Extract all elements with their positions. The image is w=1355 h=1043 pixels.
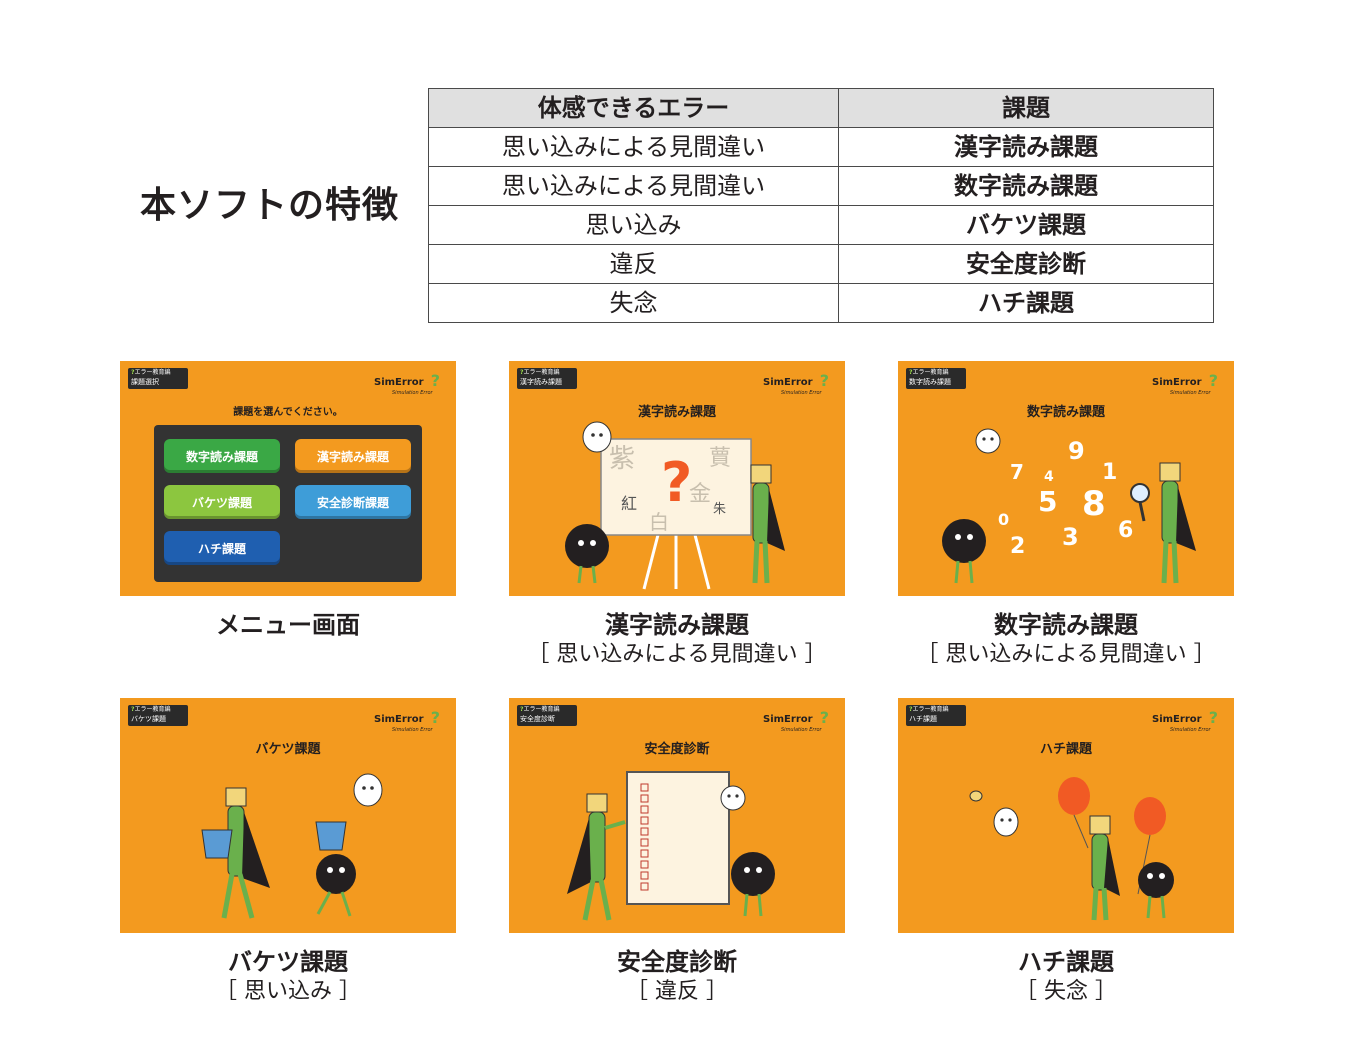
kanji-caption: 漢字読み課題 ［ 思い込みによる見間違い ］ — [509, 610, 845, 670]
bucket-task-button[interactable]: バケツ課題 — [164, 485, 280, 519]
floating-digit: 4 — [1044, 469, 1054, 485]
cell-task: バケツ課題 — [838, 205, 1214, 245]
table-row: 違反 安全度診断 — [428, 244, 1214, 284]
table-row: 失念 ハチ課題 — [428, 283, 1214, 323]
kanji-task-button[interactable]: 漢字読み課題 — [295, 439, 411, 473]
header-task: 課題 — [838, 88, 1214, 128]
table-row: 思い込み バケツ課題 — [428, 205, 1214, 245]
svg-text:?: ? — [661, 451, 692, 514]
number-task-button[interactable]: 数字読み課題 — [164, 439, 280, 473]
floating-digit: 6 — [1118, 518, 1133, 543]
number-illustration: 7 4 9 1 5 8 0 2 3 6 — [942, 428, 1196, 584]
floating-digit: 7 — [1010, 460, 1024, 484]
screen-title: バケツ課題 — [255, 742, 321, 757]
screen-title: 漢字読み課題 — [637, 405, 716, 420]
caption-subtitle: ［ 違反 ］ — [626, 979, 728, 1004]
floating-digit: 0 — [998, 510, 1009, 529]
floating-digit: 3 — [1062, 523, 1079, 551]
caption-title: 数字読み課題 — [994, 611, 1138, 639]
cell-task: ハチ課題 — [838, 283, 1214, 323]
floating-digit: 8 — [1082, 484, 1106, 524]
cell-error: 思い込みによる見間違い — [428, 127, 839, 167]
screen-tag: ?エラー教育編 安全度診断 — [517, 705, 577, 726]
cell-error: 思い込み — [428, 205, 839, 245]
cell-task: 安全度診断 — [838, 244, 1214, 284]
caption-title: バケツ課題 — [228, 948, 348, 976]
screen-tag: ?エラー教育編 ハチ課題 — [906, 705, 966, 726]
cell-task: 漢字読み課題 — [838, 127, 1214, 167]
screen-title: ハチ課題 — [1039, 742, 1092, 757]
safety-caption: 安全度診断 ［ 違反 ］ — [509, 947, 845, 1007]
safety-task-button[interactable]: 安全診断課題 — [295, 485, 411, 519]
header-error: 体感できるエラー — [428, 88, 839, 128]
bucket-illustration — [201, 773, 383, 919]
table-header-row: 体感できるエラー 課題 — [428, 88, 1214, 128]
cell-error: 失念 — [428, 283, 839, 323]
caption-subtitle: ［ 失念 ］ — [1015, 979, 1117, 1004]
screen-tag: ?エラー教育編 漢字読み課題 — [517, 368, 577, 389]
floating-digit: 1 — [1102, 460, 1117, 485]
bee-caption: ハチ課題 ［ 失念 ］ — [898, 947, 1234, 1007]
screen-tag: ?エラー教育編 バケツ課題 — [128, 705, 188, 726]
board-char: 金 — [689, 482, 711, 507]
caption-subtitle: ［ 思い込み ］ — [215, 979, 361, 1004]
cell-error: 違反 — [428, 244, 839, 284]
number-caption: 数字読み課題 ［ 思い込みによる見間違い ］ — [898, 610, 1234, 670]
screen-title: 安全度診断 — [644, 742, 710, 757]
caption-subtitle: ［ 思い込みによる見間違い ］ — [916, 642, 1216, 667]
feature-title: 本ソフトの特徴 — [140, 185, 400, 226]
feature-table: 体感できるエラー 課題 思い込みによる見間違い 漢字読み課題 思い込みによる見間… — [428, 88, 1214, 323]
floating-digit: 9 — [1068, 437, 1085, 465]
screen-title: 数字読み課題 — [1026, 405, 1105, 420]
caption-subtitle: ［ 思い込みによる見間違い ］ — [527, 642, 827, 667]
table-row: 思い込みによる見間違い 数字読み課題 — [428, 166, 1214, 206]
table-row: 思い込みによる見間違い 漢字読み課題 — [428, 127, 1214, 167]
safety-illustration — [567, 771, 775, 921]
menu-panel: 数字読み課題 漢字読み課題 バケツ課題 安全診断課題 ハチ課題 — [154, 425, 422, 582]
cell-task: 数字読み課題 — [838, 166, 1214, 206]
board-char: 紫 — [609, 444, 635, 474]
caption-title: ハチ課題 — [1018, 948, 1114, 976]
board-char: 朱 — [713, 502, 726, 517]
bee-illustration — [969, 777, 1174, 921]
board-char: 白 — [649, 510, 669, 534]
bee-task-button[interactable]: ハチ課題 — [164, 531, 280, 565]
menu-caption: メニュー画面 — [120, 610, 456, 640]
floating-digit: 2 — [1010, 534, 1025, 559]
caption-title: 安全度診断 — [617, 948, 737, 976]
kanji-illustration: 紫 蕒 紅 金 朱 白 ? — [565, 421, 785, 590]
board-char: 蕒 — [709, 446, 731, 471]
screen-tag: ?エラー教育編 数字読み課題 — [906, 368, 966, 389]
menu-instruction: 課題を選んでください。 — [233, 407, 343, 418]
cell-error: 思い込みによる見間違い — [428, 166, 839, 206]
caption-title: メニュー画面 — [216, 611, 360, 639]
caption-title: 漢字読み課題 — [605, 611, 749, 639]
bucket-caption: バケツ課題 ［ 思い込み ］ — [120, 947, 456, 1007]
floating-digit: 5 — [1038, 485, 1057, 518]
screen-tag: ?エラー教育編 課題選択 — [128, 368, 188, 389]
board-char: 紅 — [621, 494, 637, 513]
